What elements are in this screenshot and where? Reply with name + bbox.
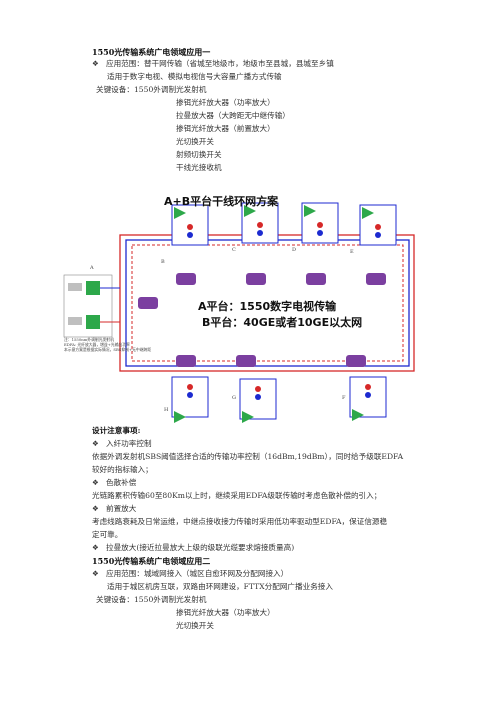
node-label: C bbox=[232, 247, 236, 253]
section2-scope-detail: 适用于城区机房互联，双路由环网建设，FTTX分配网广播业务接入 bbox=[107, 582, 333, 591]
node-label: E bbox=[350, 249, 354, 255]
note-text: 较好的指标输入； bbox=[92, 465, 153, 474]
diagram-canvas bbox=[63, 202, 415, 423]
bottom-nodes bbox=[171, 376, 387, 423]
note-text: 光链路累积传输60至80Km以上时，继续采用EDFA级联传输时考虑色散补偿的引入… bbox=[92, 491, 382, 500]
node-label: F bbox=[342, 395, 346, 401]
node-label: A bbox=[90, 265, 94, 271]
section2-equip-label: 关键设备：1550外调制光发射机 bbox=[96, 595, 207, 604]
section1-scope-detail: 适用于数字电视、模拟电视信号大容量广播方式传输 bbox=[107, 72, 282, 81]
section1-scope: 应用范围：替干网传输（省城至地级市，地级市至县城，县城至乡镇 bbox=[106, 59, 334, 68]
ring-inner-red bbox=[131, 244, 404, 362]
section1-equip-label: 关键设备：1550外调制光发射机 bbox=[96, 85, 207, 94]
section1-equip-item: 光切换开关 bbox=[176, 137, 214, 146]
platform-b-label: B平台：40GE或者10GE以太网 bbox=[202, 316, 363, 329]
note-label: 色散补偿 bbox=[106, 478, 137, 487]
section1-title: 1550光传输系统广电领域应用一 bbox=[92, 47, 211, 57]
top-routers bbox=[176, 273, 386, 285]
diagram-title: A+B平台干线环网方案 bbox=[164, 195, 279, 208]
section1-equip-item: 射频切换开关 bbox=[176, 150, 222, 159]
bullet-diamond: ❖ bbox=[92, 478, 99, 487]
note-text: 定可靠。 bbox=[92, 530, 123, 539]
section1-equip-item: 拉曼放大器（大跨距无中继传输） bbox=[176, 111, 290, 120]
section1-equip-item: 掺铒光纤放大器（前置放大） bbox=[176, 124, 275, 133]
node-label: H bbox=[164, 407, 169, 413]
note-text: 依据外调发射机SBS阈值选择合适的传输功率控制（16dBm,19dBm），同时给… bbox=[92, 452, 404, 461]
top-nodes bbox=[171, 202, 397, 246]
section2-equip-item: 掺铒光纤放大器（功率放大） bbox=[176, 608, 275, 617]
head-end bbox=[63, 274, 158, 338]
node-label: G bbox=[232, 395, 236, 401]
bullet-diamond: ❖ bbox=[92, 569, 99, 578]
bullet-diamond: ❖ bbox=[92, 504, 99, 513]
note-label: 入纤功率控制 bbox=[106, 439, 152, 448]
ring-network-diagram: A+B平台干线环网方案 A平台：1550数字电视传输 B平台：40GE或者10G… bbox=[60, 187, 416, 425]
section2-equip-item: 光切换开关 bbox=[176, 621, 214, 630]
note-label: 拉曼放大(接近拉曼放大上级的级联光缆要求熔接质量高) bbox=[106, 543, 295, 552]
section1-equip-item: 干线光接收机 bbox=[176, 163, 222, 172]
bullet-diamond: ❖ bbox=[92, 439, 99, 448]
section2-title: 1550光传输系统广电领域应用二 bbox=[92, 556, 211, 566]
bottom-routers bbox=[176, 355, 366, 367]
bullet-diamond: ❖ bbox=[92, 59, 99, 68]
diagram-caption: 注：1550nm外调制光发射机 EDFA: 光纤放大器，增益+光输出功率 本示意… bbox=[64, 337, 152, 352]
platform-a-label: A平台：1550数字电视传输 bbox=[198, 300, 337, 313]
bullet-diamond: ❖ bbox=[92, 543, 99, 552]
section2-scope: 应用范围：城域网接入（城区自愈环网及分配网接入） bbox=[106, 569, 289, 578]
notes-heading: 设计注意事项: bbox=[92, 426, 141, 435]
section1-equip-item: 掺铒光纤放大器（功率放大） bbox=[176, 98, 275, 107]
note-text: 考虑线路衰耗及日常运维，中继点接收接力传输时采用低功率驱动型EDFA，保证信源稳 bbox=[92, 517, 388, 526]
note-label: 前置放大 bbox=[106, 504, 137, 513]
node-label: B bbox=[161, 259, 165, 265]
node-label: D bbox=[292, 247, 297, 253]
